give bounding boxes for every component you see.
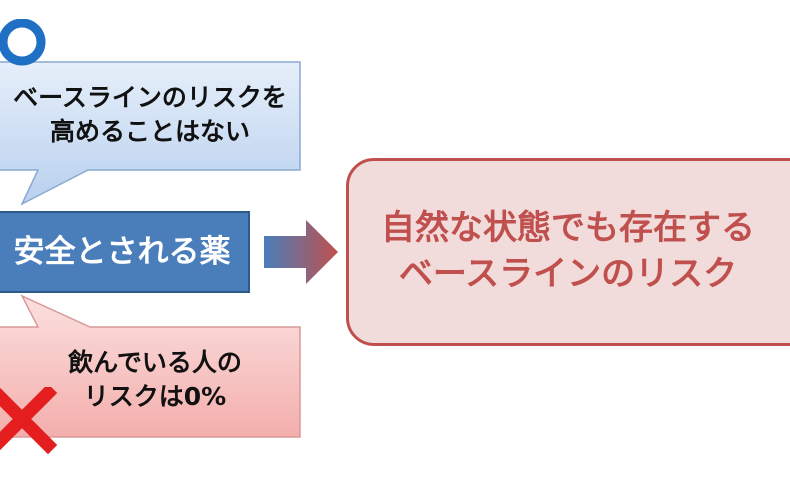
drug-box-label: 安全とされる薬 <box>13 234 231 270</box>
drug-box: 安全とされる薬 <box>0 211 250 293</box>
bubble-correct-shape <box>0 61 301 206</box>
circle-correct-icon <box>0 19 46 66</box>
baseline-risk-line-2: ベースラインのリスク <box>398 254 738 294</box>
baseline-risk-line-1: 自然な状態でも存在する <box>381 208 755 248</box>
bubble-correct-line-1: ベースラインのリスクを <box>13 83 287 112</box>
baseline-risk-box <box>346 158 790 346</box>
bubble-correct-line-2: 高めることはない <box>49 117 250 146</box>
right-arrow-icon <box>264 220 338 284</box>
bubble-wrong-line-2: リスクは0% <box>83 382 227 411</box>
bubble-wrong-text: 飲んでいる人の リスクは0% <box>10 346 300 414</box>
cross-wrong-icon <box>0 387 58 455</box>
baseline-risk-text: 自然な状態でも存在する ベースラインのリスク <box>346 205 790 297</box>
bubble-wrong-line-1: 飲んでいる人の <box>68 348 242 377</box>
bubble-correct-text: ベースラインのリスクを 高めることはない <box>0 81 300 149</box>
